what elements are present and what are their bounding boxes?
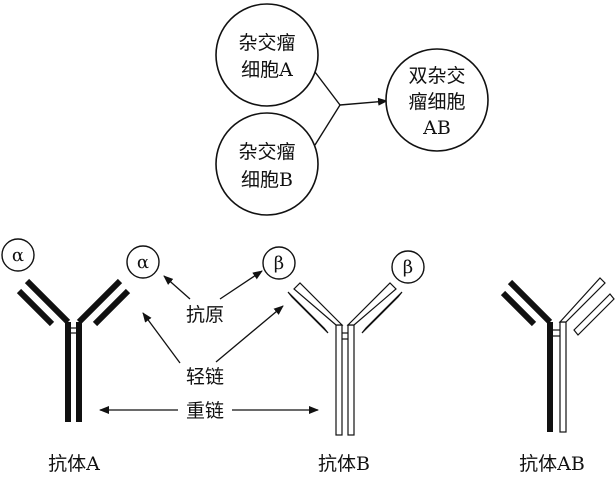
hybridoma-cell-a: 杂交瘤 细胞A (215, 3, 319, 107)
fusion-arrow (339, 97, 388, 106)
bispecific-cell-line1: 双杂交 (408, 65, 465, 87)
antigen-alpha-right: α (126, 245, 160, 279)
fusion-connector (314, 71, 388, 146)
antigen-beta-left: β (262, 246, 296, 280)
light-chain-label: 轻链 (186, 366, 224, 388)
antigen-label: 抗原 (186, 304, 224, 326)
hybridoma-cell-b-line2: 细胞B (241, 169, 293, 191)
light-chain-arrow-left (142, 312, 181, 364)
antigen-label-group: 抗原 (163, 270, 263, 326)
antibody-b (287, 282, 403, 436)
antibody-a-caption: 抗体A (48, 453, 100, 475)
bispecific-cell-line3: AB (422, 117, 451, 139)
antigen-alpha-left-symbol: α (12, 245, 24, 266)
antibody-b-caption: 抗体B (318, 453, 370, 475)
antigen-alpha-left: α (1, 238, 35, 272)
antigen-beta-right: β (391, 250, 425, 284)
light-chain-label-group: 轻链 (142, 305, 284, 388)
heavy-chain-label: 重链 (186, 400, 224, 422)
hybridoma-cell-b: 杂交瘤 细胞B (215, 112, 319, 216)
antibody-ab-caption: 抗体AB (519, 453, 585, 475)
antigen-arrow-to-alpha (163, 275, 191, 300)
hybridoma-cell-a-line1: 杂交瘤 (238, 32, 295, 54)
antigen-arrow-to-beta (219, 270, 263, 300)
hybridoma-cell-b-line1: 杂交瘤 (238, 141, 295, 163)
heavy-chain-label-group: 重链 (99, 400, 319, 422)
antigen-beta-right-symbol: β (403, 257, 413, 278)
bispecific-hybridoma-cell: 双杂交 瘤细胞 AB (385, 48, 489, 152)
antibody-ab (500, 277, 615, 433)
light-chain-arrow-right (215, 305, 284, 363)
antigen-beta-left-symbol: β (274, 253, 284, 274)
antigen-alpha-right-symbol: α (137, 252, 149, 273)
bispecific-cell-line2: 瘤细胞 (408, 91, 465, 113)
antibody-a (16, 278, 131, 422)
hybridoma-cell-a-line2: 细胞A (241, 59, 293, 81)
